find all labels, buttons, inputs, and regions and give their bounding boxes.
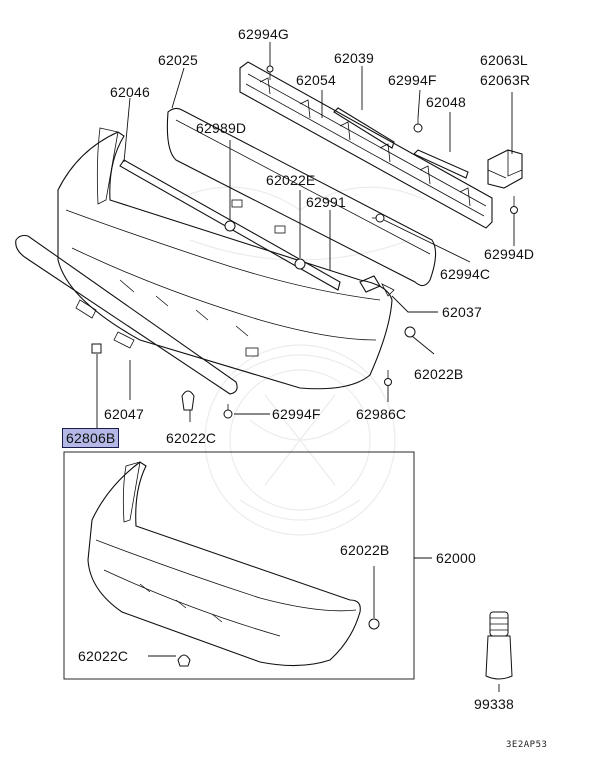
label-62000: 62000 — [436, 550, 476, 566]
label-62022E: 62022E — [266, 172, 316, 188]
label-62022B-top: 62022B — [414, 366, 464, 382]
label-62063R: 62063R — [480, 72, 531, 88]
label-62048: 62048 — [426, 94, 466, 110]
label-62046: 62046 — [110, 84, 150, 100]
absorber-62025 — [166, 107, 437, 287]
bumper-assembly-62000 — [87, 461, 380, 667]
bracket-62063 — [487, 149, 523, 189]
strip-62039 — [333, 107, 395, 149]
label-62994C: 62994C — [440, 266, 491, 282]
label-62989D: 62989D — [196, 120, 247, 136]
leader-lines — [96, 42, 515, 432]
label-62047: 62047 — [104, 406, 144, 422]
label-62063L: 62063L — [480, 52, 528, 68]
label-99338: 99338 — [474, 696, 514, 712]
bumper-cover-main — [57, 127, 393, 390]
label-62037: 62037 — [442, 304, 482, 320]
label-62994F-bottom: 62994F — [272, 406, 321, 422]
diagram-code: 3E2AP53 — [506, 740, 548, 750]
label-62994F-top: 62994F — [388, 72, 437, 88]
label-62054: 62054 — [296, 72, 336, 88]
watermark-emblem — [174, 186, 426, 536]
label-62991: 62991 — [306, 194, 346, 210]
touch-up-paint-bottle — [485, 611, 513, 692]
label-62806B-highlighted[interactable]: 62806B — [62, 428, 120, 448]
label-62039: 62039 — [334, 50, 374, 66]
retainer-62037 — [359, 275, 395, 297]
lip-62047 — [15, 234, 238, 395]
reinforcement-62054 — [239, 61, 493, 229]
label-62022C-box: 62022C — [78, 648, 129, 664]
label-62022B-box: 62022B — [340, 542, 390, 558]
strip-62048 — [413, 149, 469, 179]
label-62022C-top: 62022C — [166, 430, 217, 446]
label-62986C: 62986C — [356, 406, 407, 422]
clip-62806B — [91, 343, 102, 354]
strip-62046 — [119, 159, 341, 291]
label-62994G: 62994G — [238, 26, 290, 42]
label-62994D: 62994D — [484, 246, 535, 262]
assembly-frame — [63, 451, 432, 680]
label-62025: 62025 — [158, 52, 198, 68]
